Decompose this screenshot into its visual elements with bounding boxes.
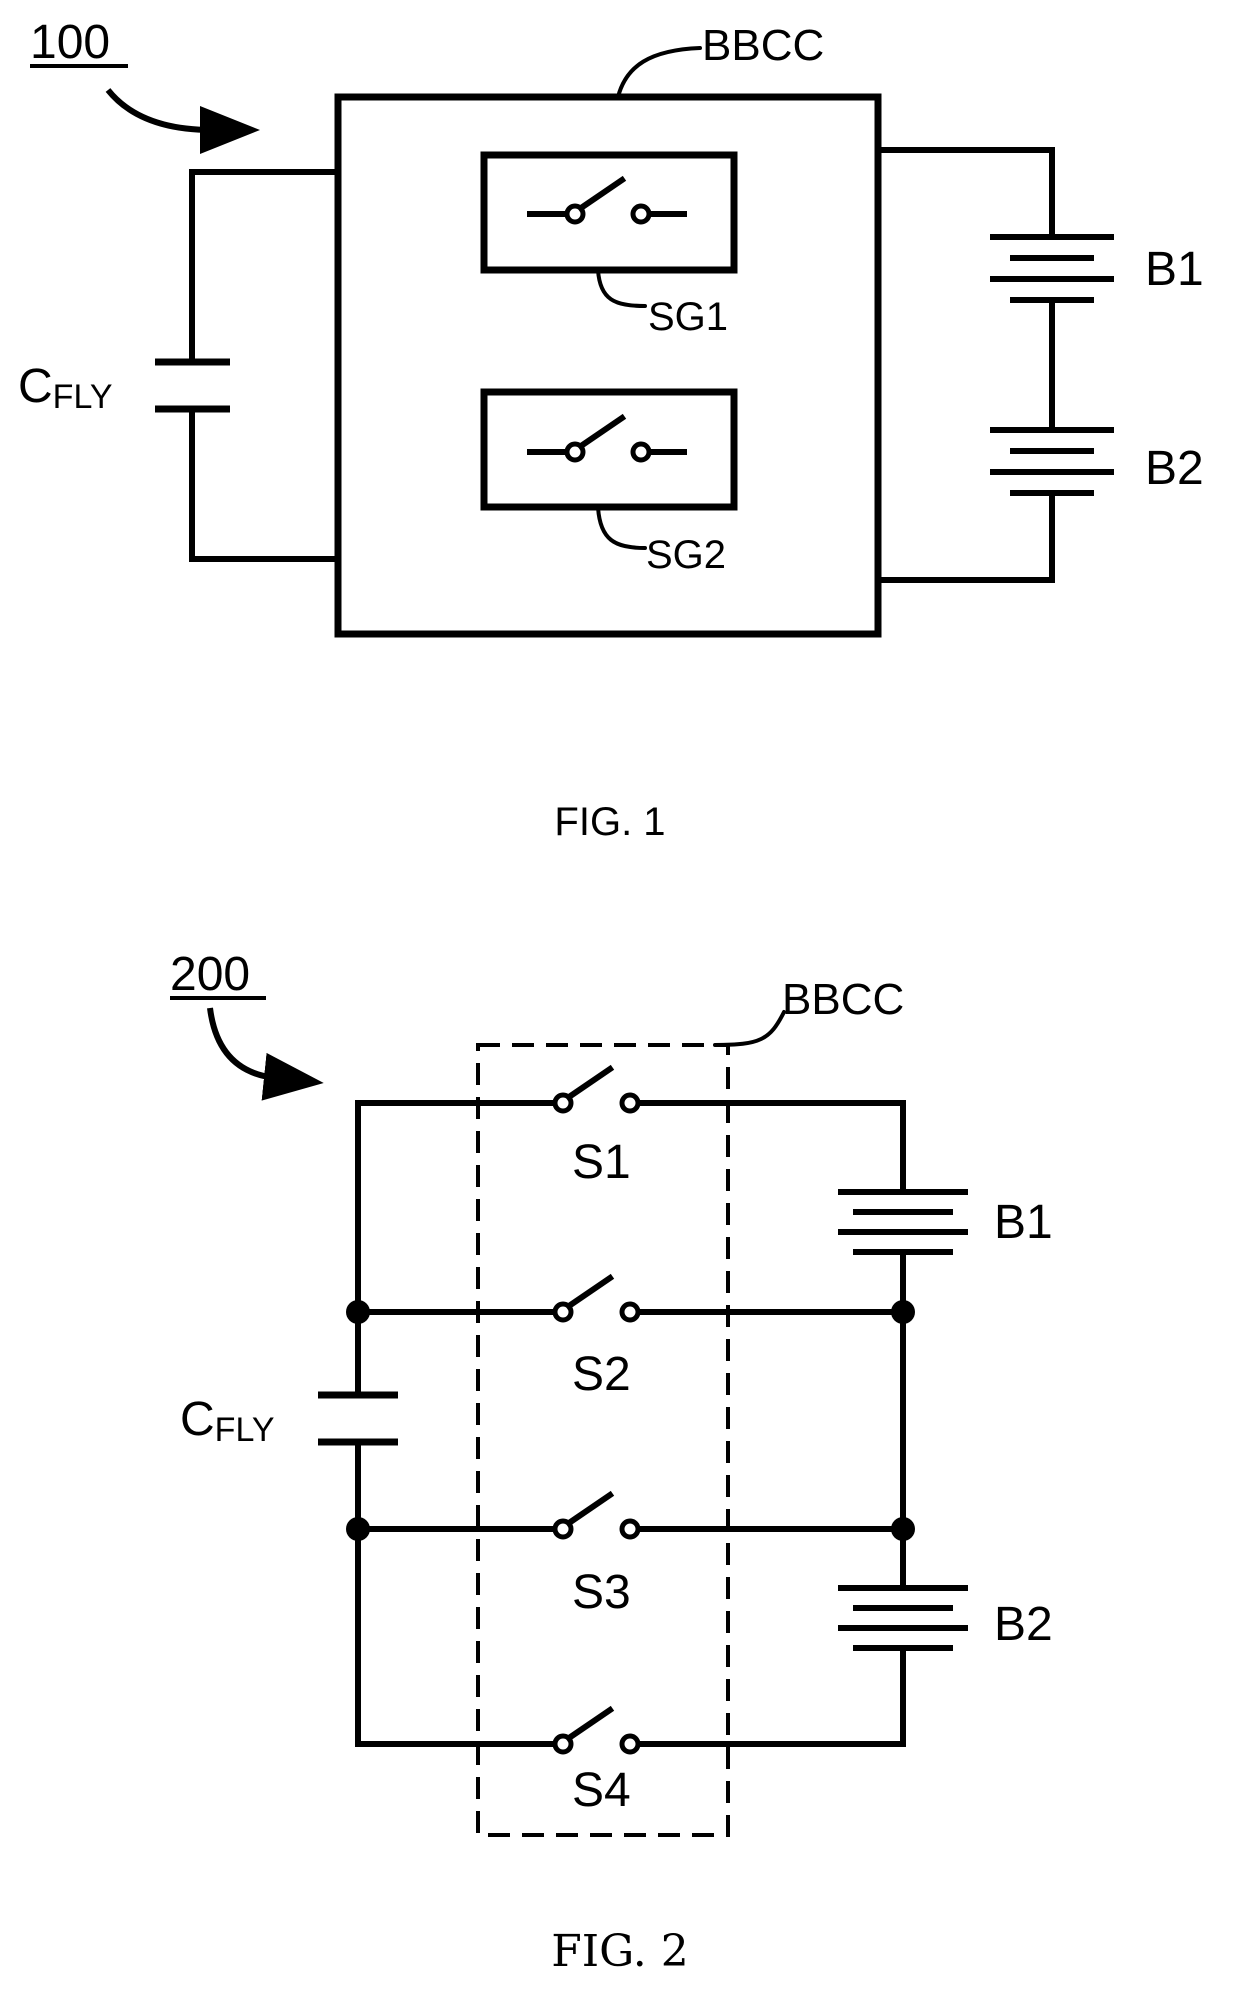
fig2-b1-label: B1 xyxy=(994,1196,1053,1249)
fig2-s1-label: S1 xyxy=(572,1136,631,1189)
fig2-s4-label: S4 xyxy=(572,1764,631,1817)
fig2-caption: FIG. 2 xyxy=(551,1926,688,1977)
fig1-batteries: B1 B2 xyxy=(878,150,1204,580)
fig2-switch-s4 xyxy=(358,1710,903,1752)
fig2-switch-s1 xyxy=(358,1069,903,1111)
fig2-bbcc-label: BBCC xyxy=(782,975,904,1024)
fig1-cfly-label: CFLY xyxy=(18,360,113,416)
fig2-s2-label: S2 xyxy=(572,1348,631,1401)
fig1-b2-label: B2 xyxy=(1145,442,1204,495)
figure-2: 200 BBCC CFLY S1 xyxy=(170,948,1053,1977)
fig1-caption: FIG. 1 xyxy=(554,800,665,844)
fig1-sg1-label: SG1 xyxy=(648,295,728,339)
fig2-battery-b1 xyxy=(838,1192,968,1252)
fig2-flying-capacitor: CFLY xyxy=(180,1103,398,1744)
fig1-switch-group-sg2: SG2 xyxy=(484,392,734,577)
fig1-switch-group-sg1: SG1 xyxy=(484,155,734,339)
fig1-bbcc-block xyxy=(338,97,878,634)
fig1-battery-b1 xyxy=(990,237,1114,300)
fig2-reference-number: 200 xyxy=(170,948,250,1001)
figure-1: 100 BBCC SG1 SG2 xyxy=(18,16,1204,844)
fig1-reference-arrow xyxy=(108,90,212,130)
fig2-switch-s3 xyxy=(346,1495,915,1541)
fig2-switch-s2 xyxy=(346,1278,915,1324)
fig2-reference-arrow xyxy=(210,1008,276,1078)
fig1-bbcc-label: BBCC xyxy=(702,21,824,70)
fig1-battery-b2 xyxy=(990,430,1114,493)
fig2-battery-b2 xyxy=(838,1588,968,1648)
fig2-b2-label: B2 xyxy=(994,1598,1053,1651)
fig2-bbcc-leader xyxy=(715,1012,784,1045)
fig2-cfly-label: CFLY xyxy=(180,1393,275,1449)
fig1-b1-label: B1 xyxy=(1145,243,1204,296)
fig1-sg2-label: SG2 xyxy=(646,533,726,577)
fig2-s3-label: S3 xyxy=(572,1566,631,1619)
fig1-reference-number: 100 xyxy=(30,16,110,69)
fig1-bbcc-leader xyxy=(618,48,700,97)
fig1-flying-capacitor: CFLY xyxy=(18,172,338,559)
